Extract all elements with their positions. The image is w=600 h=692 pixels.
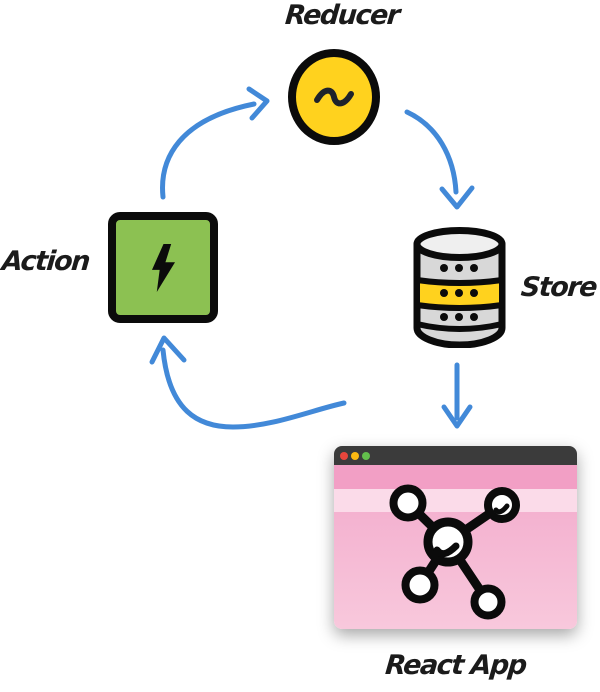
store-label: Store	[519, 272, 598, 303]
molecule-icon	[389, 484, 520, 620]
top-right-atom-smile	[493, 503, 510, 515]
store-node	[412, 226, 507, 352]
arrow-store-to-react-app	[441, 362, 473, 429]
reducer-label: Reducer	[283, 0, 401, 31]
traffic-light-close-icon	[340, 451, 348, 460]
traffic-light-zoom-icon	[362, 451, 370, 460]
reducer-node	[288, 49, 380, 145]
window-titlebar	[334, 446, 577, 465]
action-node	[108, 212, 218, 323]
database-dots	[440, 264, 478, 321]
lightning-bolt-icon	[151, 243, 175, 292]
react-app-window	[334, 446, 577, 629]
react-app-label: React App	[383, 650, 528, 681]
database-icon	[413, 227, 506, 349]
tilde-icon	[314, 87, 354, 107]
action-label: Action	[0, 246, 91, 277]
arrow-react-app-to-action	[149, 335, 347, 430]
traffic-light-minimize-icon	[351, 451, 359, 460]
molecule-atoms	[389, 484, 520, 620]
window-header-band	[334, 465, 577, 489]
arrow-action-to-reducer	[160, 86, 270, 200]
arrow-reducer-to-store	[404, 109, 475, 210]
center-atom-smile	[433, 542, 460, 558]
database-top	[413, 227, 506, 261]
database-band-divider	[416, 321, 503, 332]
